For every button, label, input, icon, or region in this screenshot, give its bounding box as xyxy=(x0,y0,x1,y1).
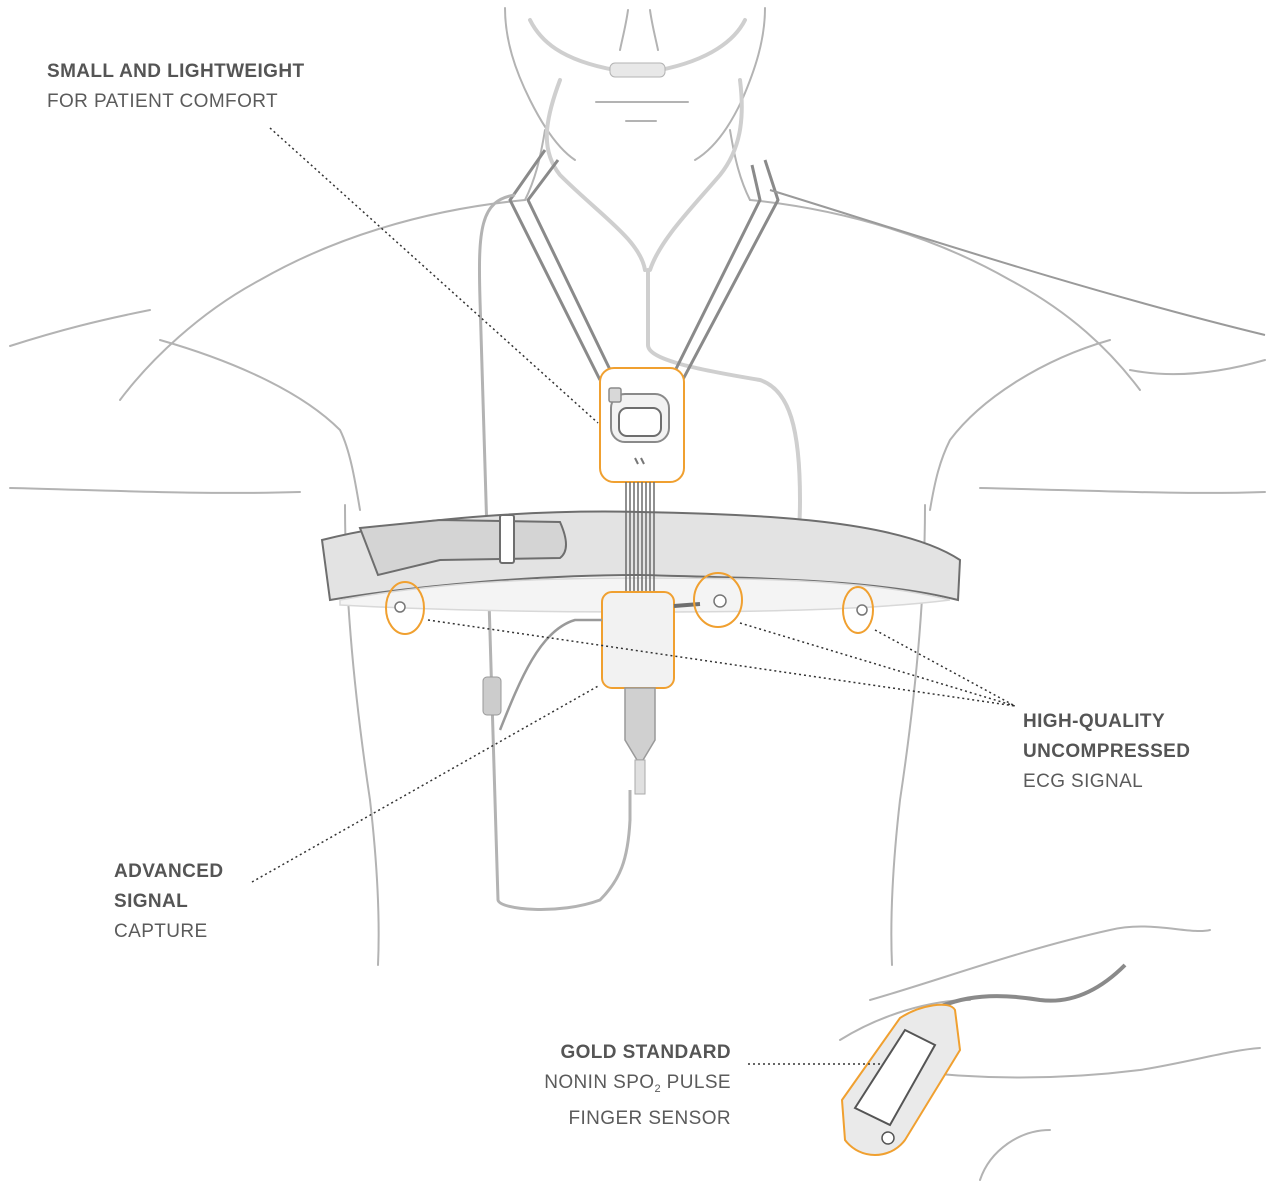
callout-ecg-title-2: UNCOMPRESSED xyxy=(1023,737,1190,767)
ecg-module xyxy=(602,592,674,688)
face-outline xyxy=(505,8,575,160)
nose xyxy=(620,10,658,50)
leader-ecg-3 xyxy=(875,630,1015,706)
hand-outline xyxy=(870,926,1210,1000)
callout-capture-title-2: SIGNAL xyxy=(114,887,223,917)
callout-spo2-sensor: GOLD STANDARD NONIN SPO2 PULSE FINGER SE… xyxy=(544,1038,731,1134)
belt-buckle xyxy=(500,515,514,563)
arm-line-right xyxy=(980,488,1265,493)
callout-signal-capture: ADVANCED SIGNAL CAPTURE xyxy=(114,857,223,947)
leader-capture xyxy=(252,685,600,882)
callout-ecg-signal: HIGH-QUALITY UNCOMPRESSED ECG SIGNAL xyxy=(1023,707,1190,797)
neck-strap-left-inner xyxy=(528,160,615,380)
face-outline-right xyxy=(695,8,765,160)
callout-comfort-text: FOR PATIENT COMFORT xyxy=(47,87,305,117)
ecg-plug xyxy=(625,688,655,760)
upper-arm-left xyxy=(10,310,150,346)
callout-comfort-title: SMALL AND LIGHTWEIGHT xyxy=(47,57,305,87)
cable-right xyxy=(770,190,1265,335)
neck-right xyxy=(730,130,750,200)
callout-spo2-line1-b: PULSE xyxy=(661,1072,731,1093)
cannula-left xyxy=(530,20,645,270)
arm-line-left xyxy=(10,488,300,493)
leader-ecg-2 xyxy=(740,623,1015,706)
shoulder-right xyxy=(750,200,1140,390)
callout-patient-comfort: SMALL AND LIGHTWEIGHT FOR PATIENT COMFOR… xyxy=(47,57,305,117)
callout-capture-text: CAPTURE xyxy=(114,917,223,947)
callout-ecg-title-1: HIGH-QUALITY xyxy=(1023,707,1190,737)
callout-spo2-line1: NONIN SPO2 PULSE xyxy=(544,1068,731,1104)
cannula-right xyxy=(650,20,745,270)
arm-left-lower xyxy=(160,340,360,510)
cable-ferrite xyxy=(483,677,501,715)
callout-spo2-line1-a: NONIN SPO xyxy=(544,1072,654,1093)
neck-strap-right xyxy=(680,160,778,385)
finger-2 xyxy=(980,1130,1050,1180)
callout-capture-title-1: ADVANCED xyxy=(114,857,223,887)
callout-ecg-text: ECG SIGNAL xyxy=(1023,767,1190,797)
neck-strap-right-inner xyxy=(668,165,760,385)
callout-spo2-title: GOLD STANDARD xyxy=(544,1038,731,1068)
upper-arm-right xyxy=(1130,360,1265,374)
shoulder-left xyxy=(120,200,525,400)
neck-strap-left xyxy=(510,150,600,380)
callout-spo2-line2: FINGER SENSOR xyxy=(544,1104,731,1134)
arm-right-lower xyxy=(930,340,1110,510)
